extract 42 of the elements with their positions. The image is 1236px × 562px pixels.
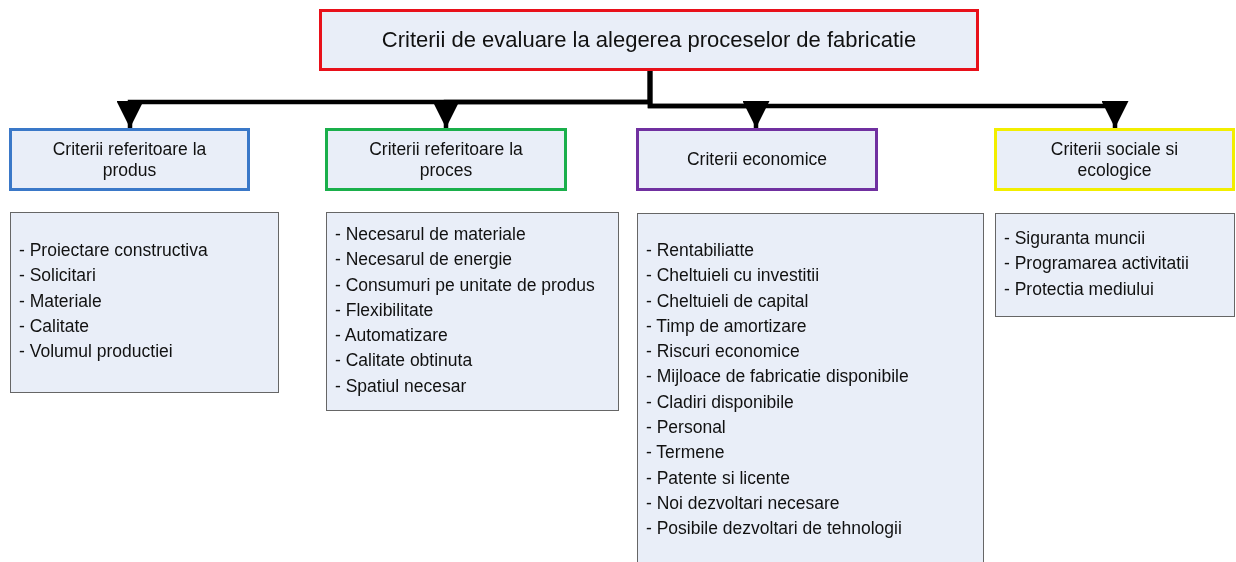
list-item: - Necesarul de materiale (335, 223, 527, 246)
category-box (636, 128, 878, 191)
box-title: Criterii referitoare la proces (368, 138, 524, 181)
box-title: Criterii sociale si ecologice (1049, 138, 1180, 181)
list-item: - Cladiri disponibile (646, 390, 795, 414)
list-item: - Rentabiliatte (646, 239, 755, 262)
list-item: - Automatizare (335, 324, 449, 348)
arrow (647, 71, 1129, 128)
list-box (326, 212, 619, 411)
list-item: - Cheltuieli de capital (646, 289, 810, 313)
list-item: - Necesarul de energie (335, 248, 514, 272)
list-item: - Volumul productiei (19, 340, 174, 364)
box-title: Criterii referitoare la produs (51, 138, 208, 181)
list-item: - Siguranta muncii (1004, 227, 1147, 250)
category-box (9, 128, 250, 191)
list-item: - Protectia mediului (1004, 277, 1155, 301)
box-title: Criterii economice (686, 149, 827, 170)
list-item: - Noi dezvoltari necesare (646, 491, 841, 515)
list-item: - Flexibilitate (335, 298, 435, 322)
list-item: - Termene (646, 441, 726, 465)
list-item: - Riscuri economice (646, 340, 801, 364)
category-box (994, 128, 1235, 191)
list-item: - Spatiul necesar (335, 374, 468, 398)
list-item: - Programarea activitatii (1004, 252, 1190, 276)
category-box (325, 128, 567, 191)
list-box (995, 213, 1235, 317)
list-item: - Calitate obtinuta (335, 349, 474, 373)
list-item: - Solicitari (19, 264, 97, 288)
list-item: - Mijloace de fabricatie disponibile (646, 365, 910, 389)
list-item: - Timp de amortizare (646, 314, 808, 338)
box-title: Criterii de evaluare la alegerea proceselor de fabricatie (381, 27, 917, 53)
list-box (10, 212, 279, 393)
list-box (637, 213, 984, 562)
list-item: - Consumuri pe unitate de produs (335, 273, 596, 297)
list-item: - Calitate (19, 314, 91, 338)
list-item: - Proiectare constructiva (19, 239, 209, 262)
title-box (319, 9, 979, 71)
list-item: - Materiale (19, 289, 103, 313)
list-item: - Patente si licente (646, 466, 791, 490)
list-item: - Posibile dezvoltari de tehnologii (646, 517, 903, 541)
list-item: - Cheltuieli cu investitii (646, 264, 821, 288)
list-item: - Personal (646, 416, 727, 440)
